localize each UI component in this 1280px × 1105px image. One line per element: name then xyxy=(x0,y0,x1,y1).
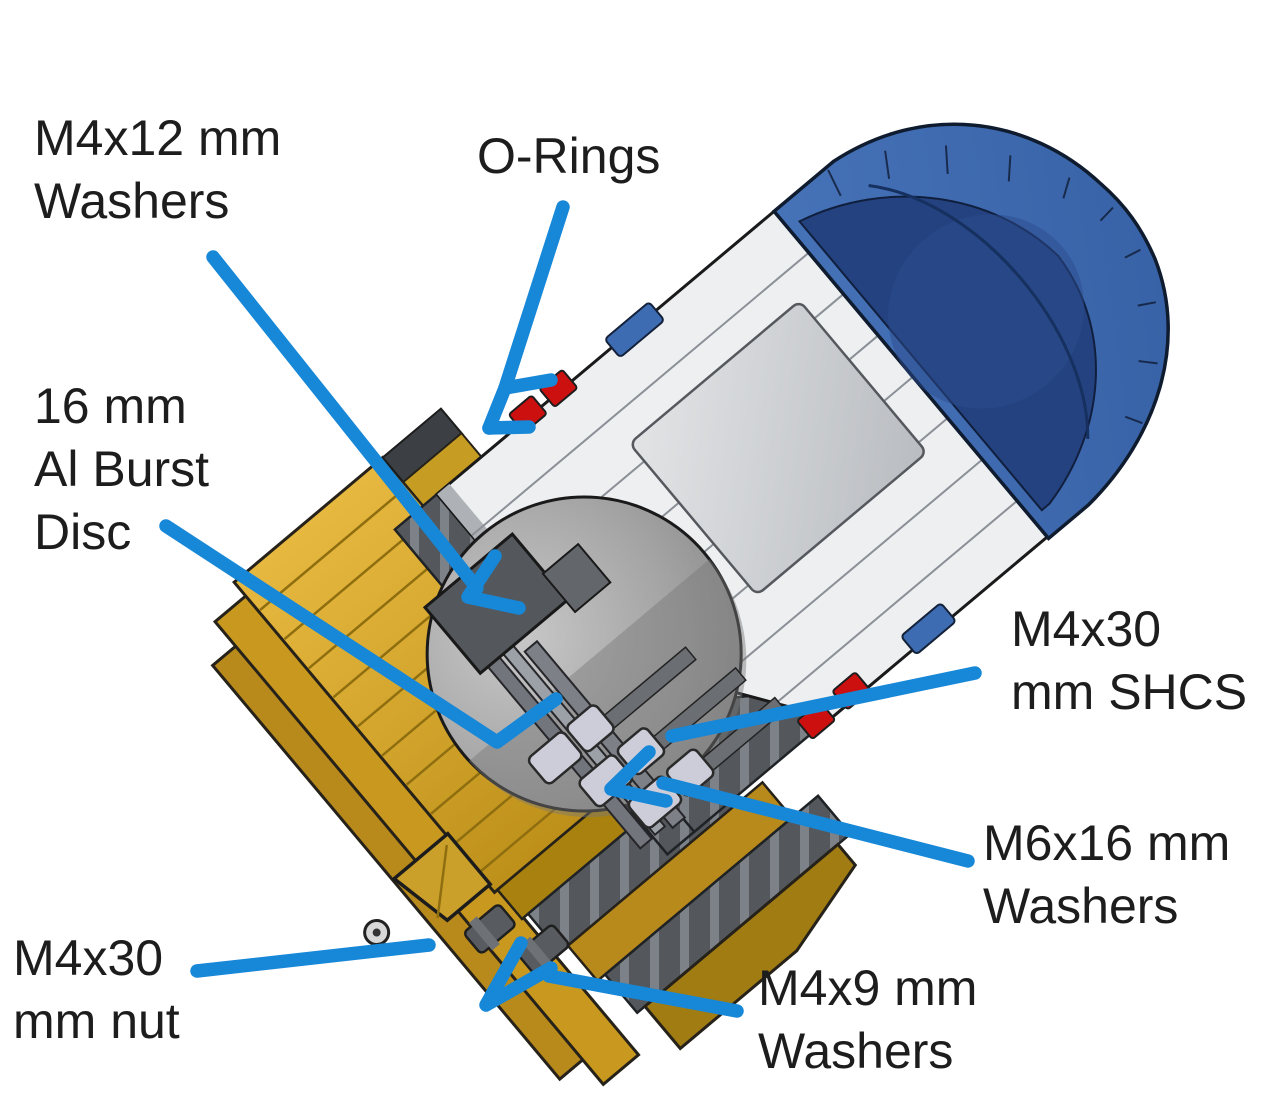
nose-dome-seam xyxy=(868,184,1090,439)
nose-dome-sheen xyxy=(888,214,1085,409)
washer-stack-1b xyxy=(566,704,615,753)
label-m4x12-washers: M4x12 mm Washers xyxy=(34,110,282,229)
label-m4x30-shcs: M4x30 mm SHCS xyxy=(1011,601,1248,720)
leader-m4x9-washers xyxy=(542,969,744,1018)
recessed-panel xyxy=(631,302,925,594)
leader-m4x12-washers xyxy=(206,250,484,595)
leader-o-rings-tine-1 xyxy=(498,373,558,395)
arrowhead-m4x9-washers xyxy=(479,936,558,1012)
leader-m6x16-washers xyxy=(656,776,975,868)
arrowhead-m4x12-washers xyxy=(461,549,526,615)
screw-head-center xyxy=(372,928,381,937)
label-m4x30-nut: M4x30 mm nut xyxy=(13,930,180,1049)
leader-m4x30-shcs xyxy=(665,666,982,743)
label-o-rings: O-Rings xyxy=(477,128,661,184)
washer-stack-1a xyxy=(527,731,583,785)
leader-burst-disc xyxy=(159,519,563,749)
arrowhead-m6x16-washers xyxy=(604,745,673,808)
nose-cone xyxy=(771,122,1170,541)
leader-m4x30-nut xyxy=(190,938,436,978)
nut-ridge xyxy=(469,916,500,951)
tube-notch-shade xyxy=(436,844,449,919)
m4x9-washer-part xyxy=(517,924,570,974)
m4x30-nut-part xyxy=(464,904,516,954)
shoulder-tab-top xyxy=(605,302,664,357)
nose-facet-lines xyxy=(827,145,1158,425)
label-m4x9-washers: M4x9 mm Washers xyxy=(758,960,978,1079)
washer-ridge xyxy=(522,936,554,971)
leader-o-rings-tine-2 xyxy=(482,420,536,435)
burst-disc-step xyxy=(541,542,612,614)
label-burst-disc: 16 mm Al Burst Disc xyxy=(34,378,210,560)
shoulder-tab-bottom xyxy=(901,603,956,654)
label-m6x16-washers: M6x16 mm Washers xyxy=(983,815,1231,934)
leader-lines xyxy=(159,200,982,1018)
